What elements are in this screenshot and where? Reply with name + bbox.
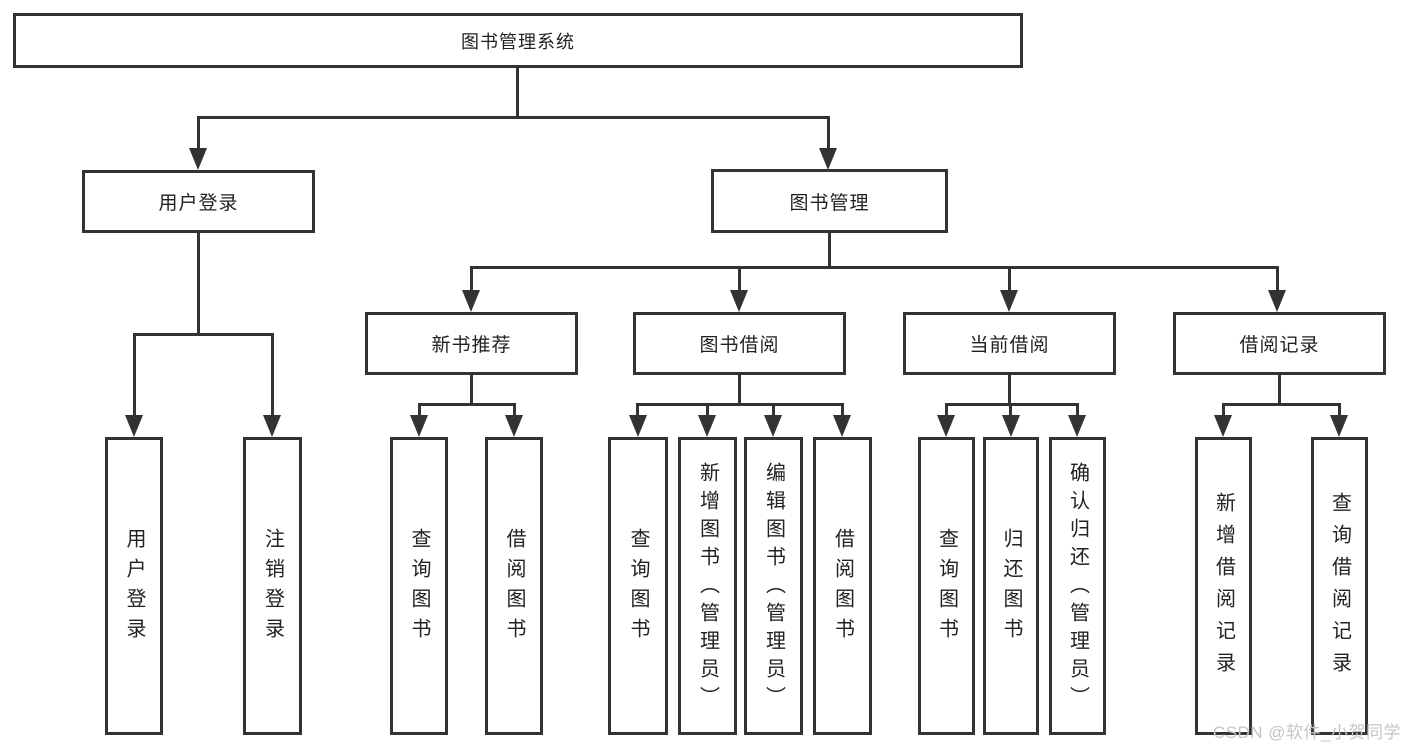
arrowhead-cb-return <box>1002 415 1020 437</box>
connector-drop-book-borrow <box>738 266 741 291</box>
connector-drop-cb-confirm <box>1076 403 1079 415</box>
connector-drop-cb-return <box>1009 403 1012 415</box>
connector-drop-cb-query <box>945 403 948 415</box>
connector-drop-borrow-record <box>1276 266 1279 291</box>
arrowhead-bb-add <box>698 415 716 437</box>
connector-drop-bb-borrow <box>841 403 844 415</box>
node-current-borrowing: 当前借阅 <box>903 312 1116 375</box>
arrowhead-logout-leaf <box>263 415 281 437</box>
csdn-watermark: CSDN @软件_小贺同学 <box>1212 723 1401 742</box>
connector-book-mgmt-bus <box>470 266 1279 269</box>
leaf-edit-book-admin: 编辑图书（管理员） <box>744 437 803 735</box>
arrowhead-login-leaf <box>125 415 143 437</box>
node-book-borrowing: 图书借阅 <box>633 312 846 375</box>
connector-current-borrow-stem <box>1008 375 1011 406</box>
connector-drop-bb-add <box>706 403 709 415</box>
connector-drop-nb-borrow <box>513 403 516 415</box>
arrowhead-bb-borrow <box>833 415 851 437</box>
arrowhead-book-mgmt <box>819 148 837 170</box>
arrowhead-borrow-record <box>1268 290 1286 312</box>
connector-drop-nb-query <box>418 403 421 415</box>
leaf-add-book-admin: 新增图书（管理员） <box>678 437 737 735</box>
arrowhead-bb-edit <box>764 415 782 437</box>
arrowhead-cb-confirm <box>1068 415 1086 437</box>
connector-borrow-record-stem <box>1278 375 1281 406</box>
leaf-query-borrow-record: 查询借阅记录 <box>1311 437 1368 735</box>
node-book-management: 图书管理 <box>711 169 948 233</box>
node-new-book-recommend: 新书推荐 <box>365 312 578 375</box>
arrowhead-book-borrow <box>730 290 748 312</box>
connector-drop-new-book <box>470 266 473 291</box>
connector-borrow-record-bus <box>1222 403 1340 406</box>
connector-new-book-bus <box>418 403 516 406</box>
connector-book-mgmt-stem <box>828 233 831 269</box>
arrowhead-br-query <box>1330 415 1348 437</box>
leaf-add-borrow-record: 新增借阅记录 <box>1195 437 1252 735</box>
arrowhead-user-login <box>189 148 207 170</box>
connector-drop-book-mgmt <box>827 116 830 149</box>
leaf-query-book-recommend: 查询图书 <box>390 437 448 735</box>
arrowhead-cb-query <box>937 415 955 437</box>
connector-root-stem <box>516 68 519 118</box>
leaf-query-book-borrow: 查询图书 <box>608 437 668 735</box>
connector-drop-current-borrow <box>1008 266 1011 291</box>
arrowhead-nb-borrow <box>505 415 523 437</box>
connector-user-login-stem <box>197 233 200 336</box>
leaf-return-book: 归还图书 <box>983 437 1039 735</box>
arrowhead-new-book <box>462 290 480 312</box>
connector-new-book-stem <box>470 375 473 406</box>
arrowhead-bb-query <box>629 415 647 437</box>
arrowhead-nb-query <box>410 415 428 437</box>
connector-current-borrow-bus <box>945 403 1079 406</box>
leaf-user-login: 用户登录 <box>105 437 163 735</box>
leaf-borrow-book: 借阅图书 <box>813 437 872 735</box>
connector-book-borrow-stem <box>738 375 741 406</box>
node-user-login: 用户登录 <box>82 170 315 233</box>
connector-book-borrow-bus <box>636 403 844 406</box>
leaf-logout: 注销登录 <box>243 437 302 735</box>
leaf-query-book-current: 查询图书 <box>918 437 975 735</box>
connector-drop-br-add <box>1222 403 1225 415</box>
connector-drop-bb-query <box>636 403 639 415</box>
connector-user-login-bus <box>133 333 274 336</box>
arrowhead-br-add <box>1214 415 1232 437</box>
leaf-confirm-return-admin: 确认归还（管理员） <box>1049 437 1106 735</box>
connector-root-bus <box>197 116 830 119</box>
connector-drop-bb-edit <box>772 403 775 415</box>
connector-drop-user-login <box>197 116 200 149</box>
node-borrowing-records: 借阅记录 <box>1173 312 1386 375</box>
arrowhead-current-borrow <box>1000 290 1018 312</box>
connector-drop-logout-leaf <box>271 333 274 415</box>
node-library-management-system: 图书管理系统 <box>13 13 1023 68</box>
leaf-borrow-book-recommend: 借阅图书 <box>485 437 543 735</box>
connector-drop-br-query <box>1338 403 1341 415</box>
connector-drop-login-leaf <box>133 333 136 415</box>
